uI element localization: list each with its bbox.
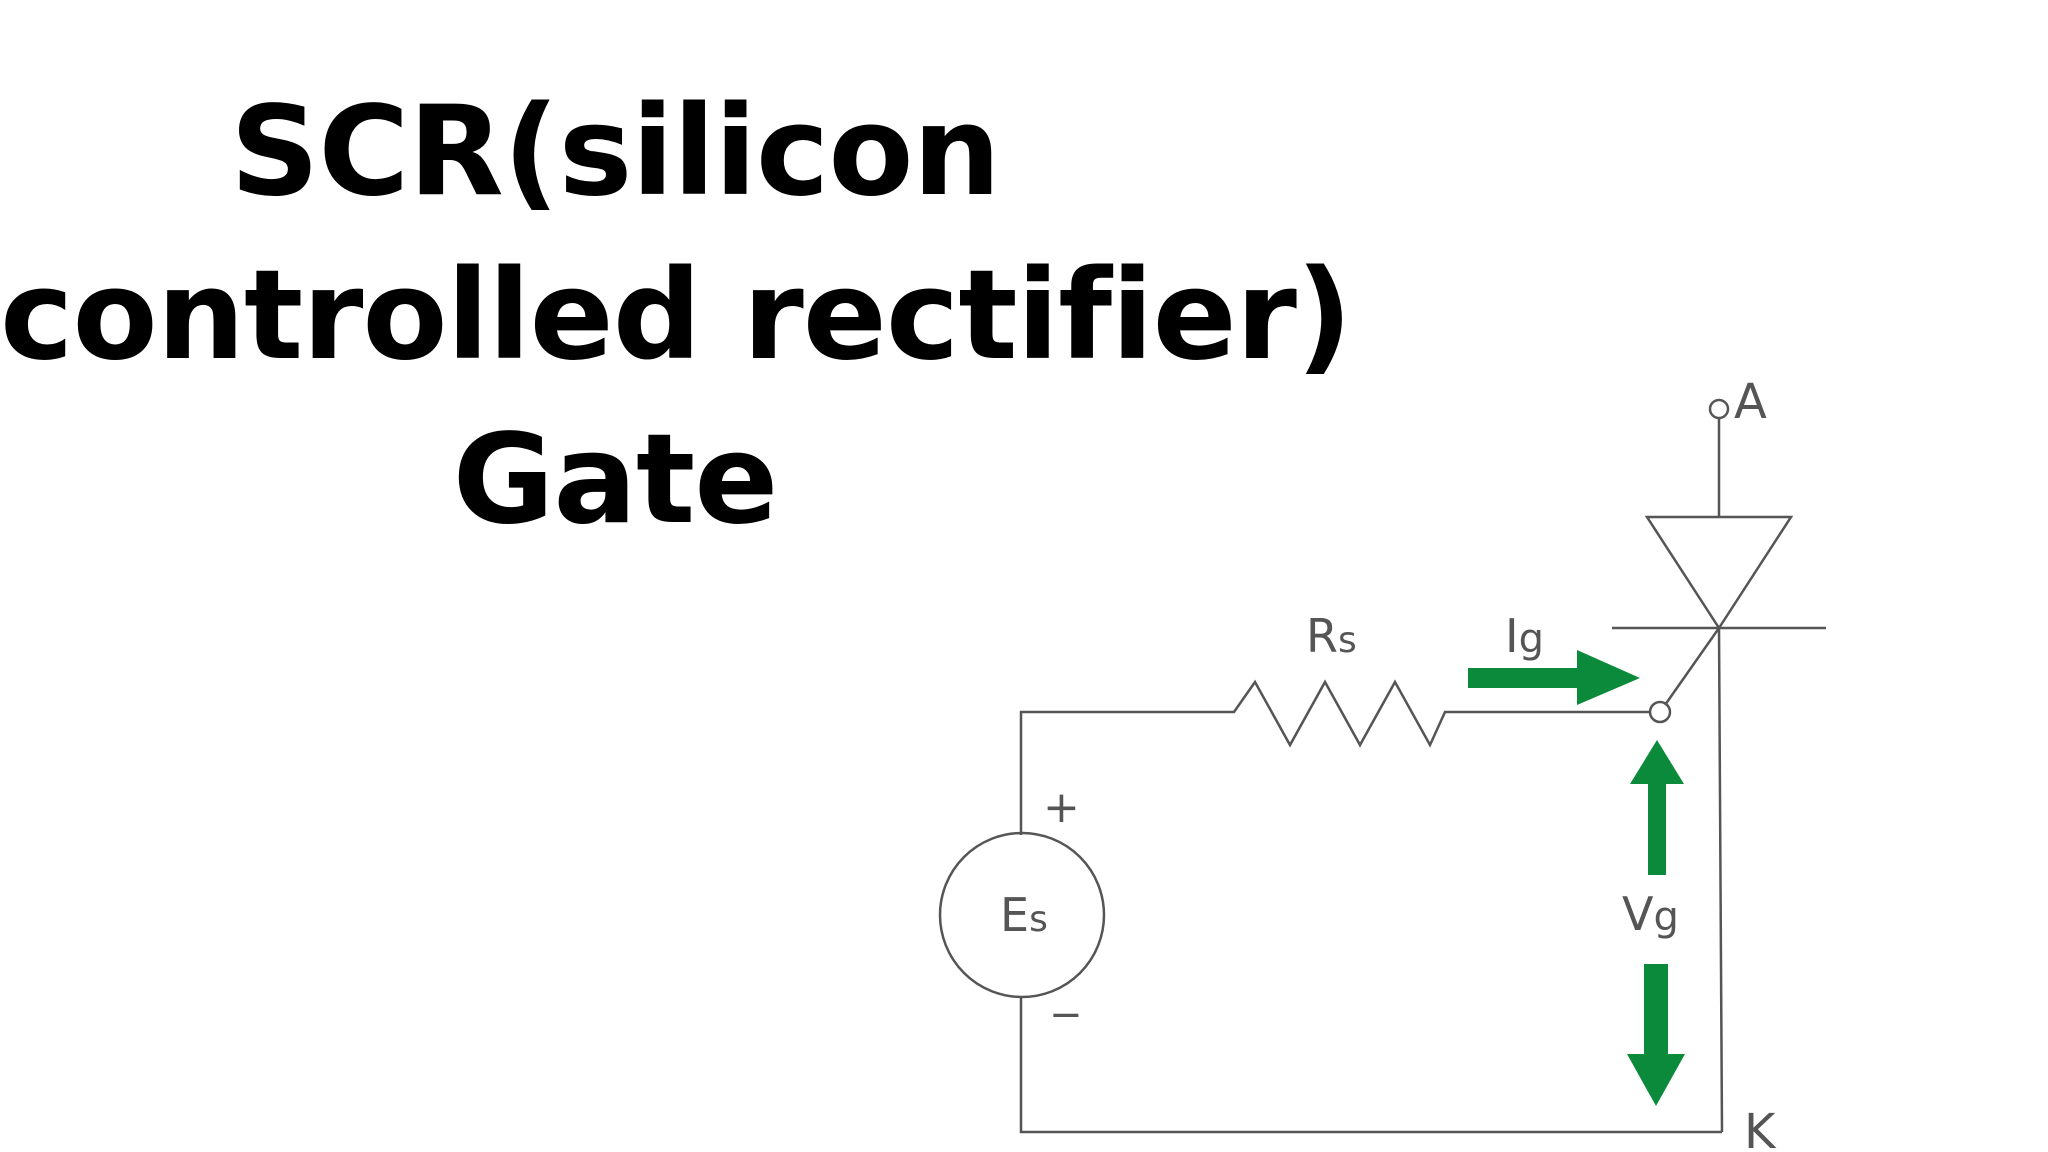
anode-label: A	[1734, 374, 1767, 430]
gate-voltage-arrow-up	[1630, 740, 1684, 875]
cathode-label: K	[1744, 1104, 1777, 1152]
gate-current-arrow	[1468, 650, 1640, 705]
title-line-2: controlled rectifier)	[0, 244, 1353, 388]
resistor-label-sub: s	[1338, 620, 1357, 661]
plus-sign: +	[1043, 782, 1080, 833]
title-line-3: Gate	[452, 408, 779, 552]
gate-lead	[1663, 627, 1721, 706]
title-line-1: SCR(silicon	[230, 80, 1001, 224]
thyristor-triangle	[1644, 515, 1794, 631]
source-label-main: E	[1000, 888, 1029, 942]
gate-current-label: Ig	[1505, 609, 1544, 663]
gate-terminal	[1648, 700, 1672, 724]
gate-voltage-label: Vg	[1622, 887, 1679, 941]
gate-wire	[1019, 679, 1650, 835]
page-title: SCR(silicon controlled rectifier) Gate	[0, 70, 1353, 562]
source-label-sub: s	[1029, 899, 1048, 940]
source-label: Es	[1000, 888, 1048, 942]
anode-terminal	[1708, 398, 1730, 420]
resistor-label: Rs	[1306, 609, 1357, 663]
gate-voltage-arrow-down	[1627, 964, 1685, 1106]
return-wire	[1019, 997, 1722, 1134]
minus-sign: −	[1049, 992, 1083, 1038]
gate-voltage-label-sub: g	[1653, 894, 1678, 940]
gate-voltage-label-main: V	[1622, 887, 1654, 941]
gate-current-label-sub: g	[1519, 616, 1544, 662]
cathode-lead	[1717, 627, 1724, 1133]
gate-current-label-main: I	[1505, 609, 1519, 663]
resistor-label-main: R	[1306, 609, 1338, 663]
